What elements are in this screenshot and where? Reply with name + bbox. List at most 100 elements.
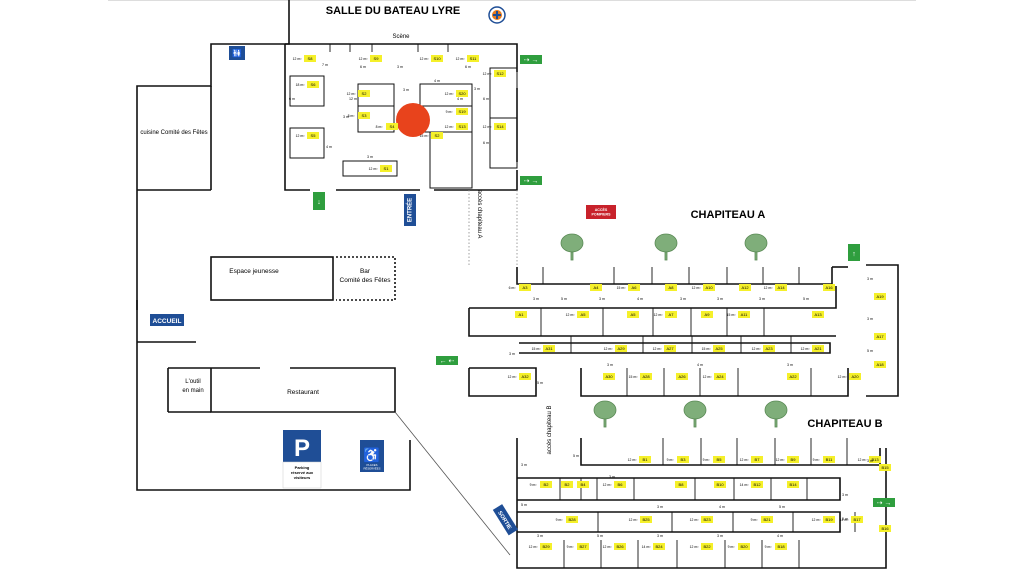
welcome-sign[interactable]: ACCUEIL <box>150 314 184 326</box>
stand-tag[interactable] <box>307 132 319 139</box>
stand-size: 12 m² <box>858 458 868 462</box>
stand-size: 12 m² <box>812 518 822 522</box>
stand-tag[interactable] <box>713 345 725 352</box>
stand-tag[interactable] <box>714 373 726 380</box>
stand-tag[interactable] <box>775 284 787 291</box>
tree-icon <box>683 400 707 428</box>
dimension-label: 3 m <box>367 155 373 159</box>
stand-tag[interactable] <box>304 55 316 62</box>
stand-tag[interactable] <box>714 481 726 488</box>
stand-tag[interactable] <box>380 165 392 172</box>
stand-tag[interactable] <box>561 481 573 488</box>
stand-size: 12 m² <box>764 286 774 290</box>
stand-tag[interactable] <box>851 516 863 523</box>
stand-id: B2 <box>544 482 550 487</box>
stand-tag[interactable] <box>775 543 787 550</box>
entrance-sign[interactable]: ENTRÉE <box>404 194 416 226</box>
stand-tag[interactable] <box>456 108 468 115</box>
stand-tag[interactable] <box>431 132 443 139</box>
stand-tag[interactable] <box>639 456 651 463</box>
stand-tag[interactable] <box>467 55 479 62</box>
stand-tag[interactable] <box>874 361 886 368</box>
stand-tag[interactable] <box>664 345 676 352</box>
dimension-label: 3 m <box>657 534 663 538</box>
stand-tag[interactable] <box>665 311 677 318</box>
stand-tag[interactable] <box>590 284 602 291</box>
stand-tag[interactable] <box>358 112 370 119</box>
stand-tag[interactable] <box>494 70 506 77</box>
stand-tag[interactable] <box>540 543 552 550</box>
stand-tag[interactable] <box>874 333 886 340</box>
stand-tag[interactable] <box>823 284 835 291</box>
stand-tag[interactable] <box>879 525 891 532</box>
stand-tag[interactable] <box>543 345 555 352</box>
exit-diagonal <box>394 411 511 556</box>
stand-tag[interactable] <box>627 311 639 318</box>
stand-tag[interactable] <box>701 311 713 318</box>
stand-tag[interactable] <box>751 456 763 463</box>
stand-tag[interactable] <box>874 293 886 300</box>
stand-tag[interactable] <box>823 456 835 463</box>
stand-tag[interactable] <box>358 90 370 97</box>
exit-sign[interactable]: SORTIE <box>492 504 519 536</box>
stand-tag[interactable] <box>577 481 589 488</box>
stand-tag[interactable] <box>640 516 652 523</box>
stand-tag[interactable] <box>577 311 589 318</box>
stand-tag[interactable] <box>386 123 398 130</box>
stand-id: S10 <box>433 56 441 61</box>
stand-tag[interactable] <box>665 284 677 291</box>
stand-tag[interactable] <box>787 481 799 488</box>
stand-tag[interactable] <box>628 284 640 291</box>
marker-dot[interactable] <box>396 103 430 137</box>
stand-tag[interactable] <box>763 345 775 352</box>
stand-tag[interactable] <box>640 373 652 380</box>
stand-tag[interactable] <box>823 516 835 523</box>
stand-tag[interactable] <box>515 311 527 318</box>
stand-tag[interactable] <box>738 543 750 550</box>
stand-tag[interactable] <box>713 456 725 463</box>
stand-tag[interactable] <box>519 284 531 291</box>
stand-tag[interactable] <box>494 123 506 130</box>
stand-tag[interactable] <box>614 543 626 550</box>
stand-tag[interactable] <box>787 373 799 380</box>
stand-size: 12 m² <box>445 92 455 96</box>
stand-tag[interactable] <box>761 516 773 523</box>
stand-tag[interactable] <box>456 123 468 130</box>
stand-tag[interactable] <box>701 516 713 523</box>
stand-tag[interactable] <box>307 81 319 88</box>
stand-tag[interactable] <box>739 284 751 291</box>
stand-tag[interactable] <box>603 373 615 380</box>
stand-tag[interactable] <box>519 373 531 380</box>
stand-tag[interactable] <box>751 481 763 488</box>
stand-id: A11 <box>741 312 749 317</box>
stand-tag[interactable] <box>738 311 750 318</box>
stand-tag[interactable] <box>677 456 689 463</box>
stand-size: 12 m² <box>293 57 303 61</box>
stand-tag[interactable] <box>653 543 665 550</box>
stand-tag[interactable] <box>370 55 382 62</box>
stand-tag[interactable] <box>787 456 799 463</box>
stand-tag[interactable] <box>812 311 824 318</box>
stand-tag[interactable] <box>869 456 881 463</box>
stand-tag[interactable] <box>566 516 578 523</box>
stand-id: A21 <box>814 346 822 351</box>
stand-id: B2 <box>565 482 571 487</box>
stand-tag[interactable] <box>614 481 626 488</box>
stand-tag[interactable] <box>676 373 688 380</box>
stand-tag[interactable] <box>431 55 443 62</box>
stand-tag[interactable] <box>849 373 861 380</box>
stand-tag[interactable] <box>701 543 713 550</box>
stand-tag[interactable] <box>812 345 824 352</box>
tree-icon <box>764 400 788 428</box>
stand-tag[interactable] <box>675 481 687 488</box>
stand-tag[interactable] <box>703 284 715 291</box>
stand-tag[interactable] <box>577 543 589 550</box>
stand-id: S11 <box>470 56 478 61</box>
stand-tag[interactable] <box>456 90 468 97</box>
dimension-label: 3 m <box>607 363 613 367</box>
stand-id: A14 <box>777 285 785 290</box>
stand-tag[interactable] <box>615 345 627 352</box>
stand-tag[interactable] <box>540 481 552 488</box>
stand-tag[interactable] <box>879 464 891 471</box>
stand-size: 6 m² <box>509 286 517 290</box>
